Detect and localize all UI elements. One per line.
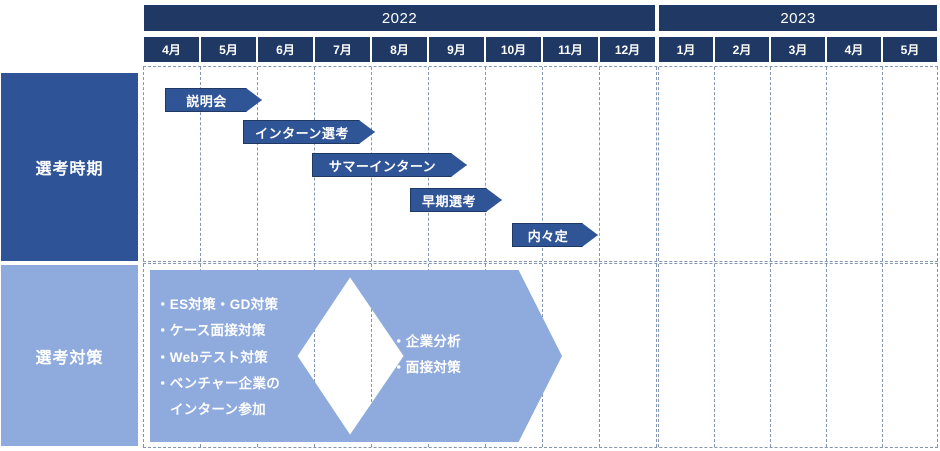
month-cell: 9月 bbox=[428, 36, 485, 63]
year-cell: 2023 bbox=[658, 4, 938, 32]
measures-list-item: ・Webテスト対策 bbox=[156, 349, 268, 365]
row-label-selection-text: 選考時期 bbox=[35, 161, 104, 178]
schedule-arrow-bar[interactable]: サマーインターン bbox=[312, 153, 467, 177]
month-label: 6月 bbox=[276, 43, 295, 57]
month-cell: 1月 bbox=[658, 36, 714, 63]
month-cell: 6月 bbox=[257, 36, 314, 63]
month-label: 8月 bbox=[390, 43, 409, 57]
month-cell: 5月 bbox=[882, 36, 938, 63]
gridline bbox=[770, 67, 771, 261]
month-cell: 12月 bbox=[599, 36, 656, 63]
month-cell: 10月 bbox=[485, 36, 542, 63]
month-cell: 3月 bbox=[770, 36, 826, 63]
gridline bbox=[656, 264, 657, 447]
year-label: 2023 bbox=[780, 9, 816, 27]
gridline bbox=[542, 67, 543, 261]
gridline bbox=[882, 67, 883, 261]
year-cell: 2022 bbox=[143, 4, 656, 32]
gridline bbox=[371, 264, 372, 447]
month-label: 5月 bbox=[219, 43, 238, 57]
month-label: 2月 bbox=[732, 43, 752, 57]
schedule-arrow-label: インターン選考 bbox=[255, 125, 349, 141]
gridline bbox=[200, 67, 201, 261]
gridline bbox=[826, 67, 827, 261]
measures-list-right: ・企業分析・面接対策 bbox=[392, 329, 461, 382]
month-label: 12月 bbox=[614, 43, 641, 57]
schedule-arrow-label: 内々定 bbox=[527, 228, 569, 244]
gridline bbox=[257, 67, 258, 261]
month-cell: 4月 bbox=[826, 36, 882, 63]
schedule-arrow-label: 説明会 bbox=[186, 93, 227, 109]
month-label: 1月 bbox=[676, 43, 696, 57]
measures-list-item: ・面接対策 bbox=[392, 360, 461, 376]
gridline bbox=[143, 67, 144, 261]
gridline bbox=[485, 67, 486, 261]
gridline bbox=[826, 264, 827, 447]
gridline bbox=[658, 67, 659, 261]
month-cell: 7月 bbox=[314, 36, 371, 63]
gridline bbox=[143, 264, 144, 447]
month-cell: 2月 bbox=[714, 36, 770, 63]
schedule-arrow-label: 早期選考 bbox=[421, 193, 476, 209]
gridline bbox=[658, 264, 659, 447]
month-cell: 5月 bbox=[200, 36, 257, 63]
measures-list-item: ・企業分析 bbox=[392, 334, 461, 349]
month-label: 3月 bbox=[788, 43, 808, 57]
row-label-selection-measures: 選考対策 bbox=[0, 264, 139, 447]
gridline bbox=[599, 264, 600, 447]
schedule-arrow-bar[interactable]: 早期選考 bbox=[410, 188, 502, 212]
month-label: 4月 bbox=[844, 43, 864, 57]
gridline bbox=[882, 264, 883, 447]
month-label: 9月 bbox=[447, 43, 466, 57]
gridline bbox=[937, 264, 938, 447]
month-cell: 8月 bbox=[371, 36, 428, 63]
month-label: 4月 bbox=[162, 43, 181, 57]
schedule-arrow-bar[interactable]: インターン選考 bbox=[243, 120, 375, 144]
measures-list-item: インターン参加 bbox=[170, 402, 266, 418]
month-label: 11月 bbox=[558, 43, 583, 57]
gridline bbox=[314, 264, 315, 447]
month-label: 10月 bbox=[500, 43, 527, 57]
measures-list-item: ・ケース面接対策 bbox=[156, 323, 266, 339]
month-label: 7月 bbox=[333, 43, 352, 57]
measures-list-item: ・ES対策・GD対策 bbox=[156, 297, 279, 312]
row-label-selection-period: 選考時期 bbox=[0, 72, 139, 262]
schedule-arrow-bar[interactable]: 説明会 bbox=[165, 88, 262, 112]
month-label: 5月 bbox=[900, 43, 920, 57]
measures-list-left: ・ES対策・GD対策・ケース面接対策・Webテスト対策・ベンチャー企業のインター… bbox=[156, 292, 280, 424]
gridline bbox=[937, 67, 938, 261]
gridline bbox=[714, 67, 715, 261]
gridline bbox=[770, 264, 771, 447]
month-cell: 4月 bbox=[143, 36, 200, 63]
row-label-measures-text: 選考対策 bbox=[35, 349, 104, 367]
schedule-arrow-label: サマーインターン bbox=[328, 158, 437, 174]
year-label: 2022 bbox=[381, 9, 418, 27]
schedule-arrow-bar[interactable]: 内々定 bbox=[512, 223, 598, 247]
gridline bbox=[656, 67, 657, 261]
gridline bbox=[599, 67, 600, 261]
month-cell: 11月 bbox=[542, 36, 599, 63]
gridline bbox=[714, 264, 715, 447]
measures-list-item: ・ベンチャー企業の bbox=[156, 375, 281, 391]
